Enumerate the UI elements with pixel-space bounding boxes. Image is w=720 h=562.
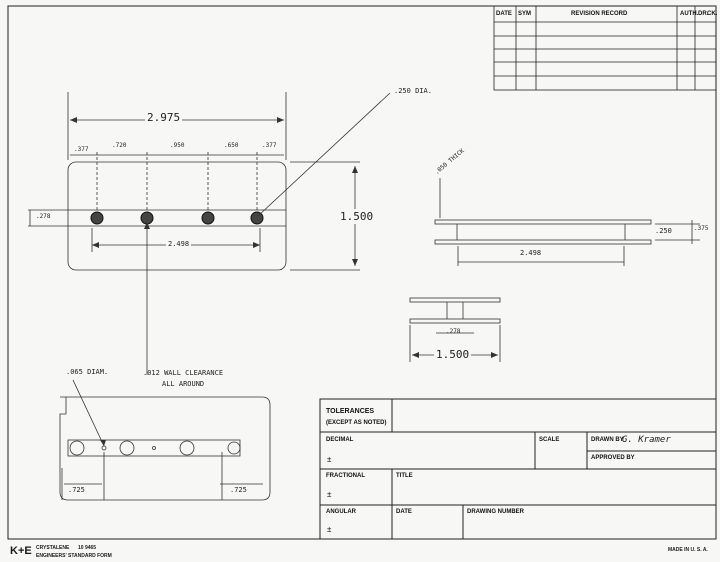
footer-catalog: 10 9465 xyxy=(78,545,97,551)
title-label: TITLE xyxy=(396,473,413,479)
footer-brand: K+E xyxy=(10,545,32,557)
decimal-plusminus: ± xyxy=(327,455,332,464)
rev-header-dr: DR. xyxy=(698,11,709,17)
dim-inset-left: .725 xyxy=(68,486,85,494)
dim-hole-dia: .250 DIA. xyxy=(394,87,432,95)
mount-holes xyxy=(90,211,264,225)
footer-made-in: MADE IN U. S. A. xyxy=(668,547,708,553)
footer-form: ENGINEERS' STANDARD FORM xyxy=(36,553,112,559)
top-view xyxy=(28,152,287,271)
side-view xyxy=(434,178,700,266)
decimal-label: DECIMAL xyxy=(326,437,354,443)
approved-by-label: APPROVED BY xyxy=(591,455,635,461)
dim-overall-width: 2.975 xyxy=(145,111,183,124)
dim-end-width: 1.500 xyxy=(434,348,472,361)
dim-side-gap: .250 xyxy=(655,227,672,235)
rev-header-auth: AUTH. xyxy=(680,11,699,17)
angular-plusminus: ± xyxy=(327,525,332,534)
dim-side-total: .375 xyxy=(694,225,709,232)
note-clearance-2: ALL AROUND xyxy=(162,380,205,388)
scale-label: SCALE xyxy=(539,437,560,443)
top-view-dimensions xyxy=(29,92,391,375)
drawn-by-signature: G. Kramer xyxy=(622,435,671,445)
footer-paper: CRYSTALENE xyxy=(36,545,70,551)
date-label: DATE xyxy=(396,509,412,515)
inset-detail xyxy=(59,379,271,501)
inset-arrows xyxy=(100,440,106,446)
dim-spacing-5: .377 xyxy=(262,142,277,149)
arrowheads xyxy=(70,117,358,266)
note-small-dia: .065 DIAM. xyxy=(66,368,109,376)
dim-hole-span: 2.498 xyxy=(166,240,192,248)
dim-side-span: 2.498 xyxy=(520,249,542,257)
title-block xyxy=(319,398,717,540)
dim-edge-offset: .278 xyxy=(36,213,51,220)
rev-header-ck: CK. xyxy=(707,11,718,17)
end-view-arrows xyxy=(412,352,498,358)
dim-end-gap: .278 xyxy=(446,328,461,335)
end-view xyxy=(409,297,501,362)
rev-header-sym: SYM xyxy=(518,11,532,17)
dim-spacing-4: .650 xyxy=(224,142,239,149)
rev-header-record: REVISION RECORD xyxy=(571,11,628,17)
drawn-by-label: DRAWN BY xyxy=(591,437,624,443)
dim-inset-right: .725 xyxy=(230,486,247,494)
note-clearance: .012 WALL CLEARANCE xyxy=(143,369,224,377)
dim-spacing-3: .950 xyxy=(170,142,185,149)
rev-header-date: DATE xyxy=(496,11,512,17)
dim-height: 1.500 xyxy=(340,209,374,224)
dim-spacing-2: .720 xyxy=(112,142,127,149)
fractional-plusminus: ± xyxy=(327,490,332,499)
except-label: (EXCEPT AS NOTED) xyxy=(326,420,387,426)
dim-spacing-1: .377 xyxy=(74,146,89,153)
angular-label: ANGULAR xyxy=(326,509,356,515)
revision-block xyxy=(493,5,717,91)
fractional-label: FRACTIONAL xyxy=(326,473,365,479)
drawing-number-label: DRAWING NUMBER xyxy=(467,509,524,515)
tolerances-label: TOLERANCES xyxy=(326,408,375,415)
